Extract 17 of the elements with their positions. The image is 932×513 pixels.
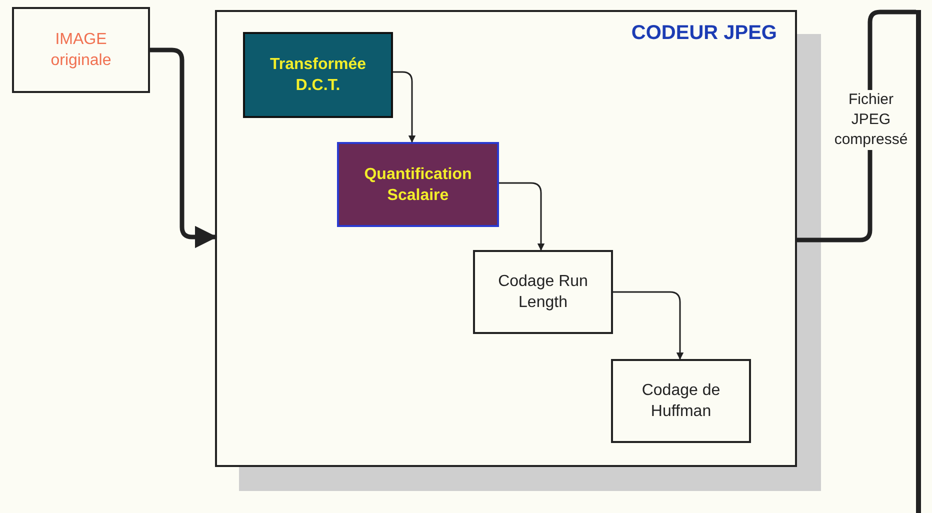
- box-label: Transformée D.C.T.: [268, 55, 368, 96]
- encoder-title: CODEUR JPEG: [631, 22, 777, 45]
- arrow: [613, 291, 684, 360]
- arrow: [150, 48, 218, 248]
- process-box: [12, 7, 150, 93]
- process-box: [473, 250, 613, 334]
- arrow: [499, 182, 545, 251]
- process-box: [243, 32, 393, 118]
- box-label: Codage Run Length: [497, 272, 589, 313]
- box-label: Quantification Scalaire: [363, 164, 473, 206]
- encoder-frame: [215, 10, 797, 467]
- box-label: IMAGE originale: [50, 30, 112, 71]
- process-box: [611, 359, 751, 443]
- box-label: Codage de Huffman: [640, 381, 722, 422]
- arrow: [393, 71, 416, 143]
- output-bar: [916, 10, 921, 513]
- process-box: [337, 142, 499, 227]
